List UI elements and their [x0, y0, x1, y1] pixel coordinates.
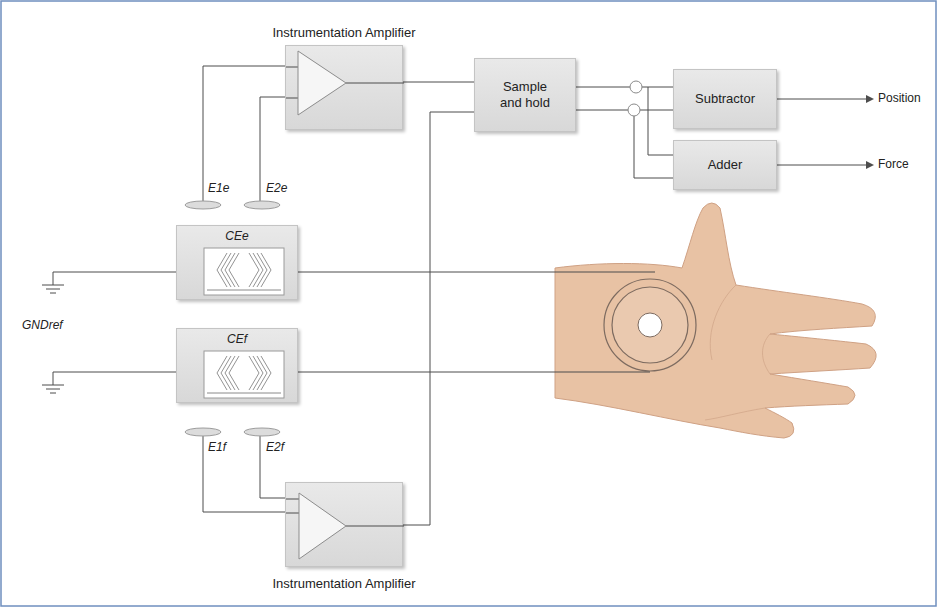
output-wire — [777, 165, 867, 166]
output-stub — [346, 526, 404, 527]
electrode — [244, 201, 280, 209]
ring-electrode — [604, 279, 696, 371]
electrode-label: E1f — [208, 440, 226, 454]
chevron — [261, 253, 271, 287]
ground-wires — [42, 272, 655, 393]
node-label: Subtractor — [695, 91, 755, 107]
input-stub — [286, 499, 299, 500]
arrowhead — [866, 161, 874, 169]
junction-circle — [630, 81, 642, 93]
chevron — [221, 356, 231, 390]
ground-label: GNDref — [22, 318, 63, 332]
chevron — [225, 356, 235, 390]
electrode-label: E2f — [266, 440, 284, 454]
label-anchor: GNDref — [22, 318, 63, 332]
electrode-wire — [260, 436, 285, 498]
branch-wire — [648, 87, 673, 155]
ground-symbol — [46, 389, 60, 390]
output-label: Position — [878, 91, 921, 105]
current-source-box: CEf — [176, 328, 298, 403]
output-stub — [346, 83, 404, 84]
label-anchor: E1e — [208, 181, 229, 195]
chevron — [221, 253, 231, 287]
output-label: Force — [878, 157, 909, 171]
center-electrode — [638, 313, 662, 337]
ground-symbol — [42, 285, 64, 286]
amplifier-triangle — [299, 493, 346, 559]
chevron — [229, 253, 239, 287]
signal-wire — [576, 87, 673, 88]
chevron — [217, 356, 227, 390]
panel-frame — [204, 351, 284, 398]
wires — [203, 66, 867, 512]
amplifier-heading: Instrumentation Amplifier — [236, 25, 452, 41]
arrowhead — [866, 95, 874, 103]
ground-symbol — [50, 393, 56, 394]
chevron — [257, 253, 267, 287]
output-wire — [777, 99, 867, 100]
signal-wire — [576, 110, 673, 178]
chevron — [249, 356, 259, 390]
ring-electrode — [612, 287, 688, 363]
label-anchor: Position — [878, 91, 921, 105]
hand-illustration — [555, 203, 876, 438]
chevron — [253, 356, 263, 390]
amplifier-box: Instrumentation Amplifier — [285, 482, 403, 567]
hand-shape — [555, 203, 876, 438]
panel-line — [207, 290, 281, 291]
node-label: Adder — [708, 157, 743, 173]
chevron — [249, 253, 259, 287]
node-label: Sample and hold — [492, 79, 558, 110]
chevron — [217, 253, 227, 287]
ground-symbol — [42, 385, 64, 386]
chevron — [229, 356, 239, 390]
label-anchor: E2f — [266, 440, 284, 454]
label-anchor: Force — [878, 157, 909, 171]
node-label: CEe — [225, 226, 248, 243]
process-box: Adder — [673, 140, 777, 190]
chevron — [261, 356, 271, 390]
label-anchor: E1f — [208, 440, 226, 454]
chevron — [253, 253, 263, 287]
amplifier-heading: Instrumentation Amplifier — [236, 576, 452, 592]
junction-circle — [628, 104, 640, 116]
electrode-label: E1e — [208, 181, 229, 195]
electrode — [244, 428, 280, 436]
ground-symbol — [46, 289, 60, 290]
ground-wire — [53, 372, 650, 385]
input-stub — [286, 513, 299, 514]
electrode — [185, 201, 221, 209]
label-anchor: E2e — [266, 181, 287, 195]
current-source-box: CEe — [176, 225, 298, 300]
amplifier-box: Instrumentation Amplifier — [285, 45, 403, 130]
amplifier-symbol — [286, 46, 404, 131]
chevron — [225, 253, 235, 287]
amplifier-triangle — [298, 51, 346, 115]
signal-wire — [403, 112, 474, 525]
ground-wire — [53, 272, 655, 285]
electrode-wire — [203, 66, 285, 201]
ground-symbol — [50, 293, 56, 294]
electrode-wire — [203, 436, 285, 512]
process-box: Subtractor — [673, 69, 777, 129]
amplifier-symbol — [286, 483, 404, 568]
arrowheads — [866, 95, 874, 169]
process-box: Sample and hold — [474, 58, 576, 132]
hand-crease — [705, 285, 770, 420]
signal-wire — [403, 82, 474, 83]
input-stub — [286, 67, 298, 68]
electrode-label: E2e — [266, 181, 287, 195]
node-label: CEf — [227, 329, 247, 346]
input-stub — [286, 98, 298, 99]
panel-frame — [204, 248, 284, 295]
chevron — [257, 356, 267, 390]
electrode — [185, 428, 221, 436]
panel-line — [207, 393, 281, 394]
